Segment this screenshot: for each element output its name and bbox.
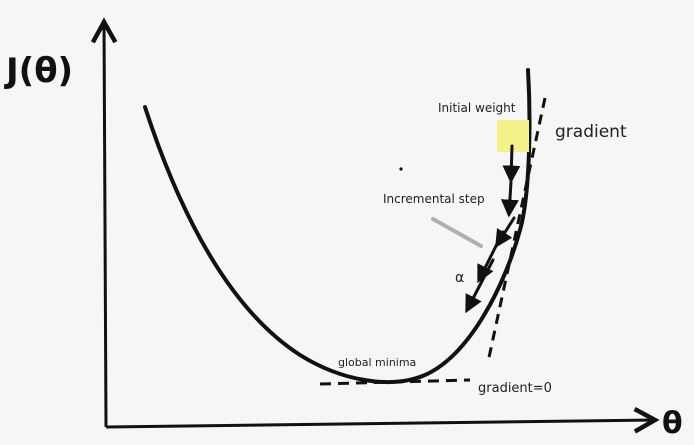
global-minima-label: global minima [338, 356, 416, 369]
x-axis-label: θ [662, 406, 683, 441]
y-axis-label: J(θ) [4, 51, 73, 91]
step-arrow-5 [465, 258, 495, 314]
step-arrow-1 [502, 144, 521, 184]
alpha-label: α [455, 270, 464, 286]
gradient-zero-label: gradient=0 [478, 381, 552, 396]
incremental-step-pointer [431, 217, 483, 248]
gradient-label: gradient [555, 122, 627, 142]
gradient-tangent-line [486, 97, 547, 363]
initial-weight-label: Initial weight [438, 101, 516, 115]
descent-steps [465, 144, 521, 314]
y-axis [104, 22, 106, 428]
step-arrow-4 [477, 230, 505, 284]
stray-dot [399, 167, 403, 171]
step-arrow-2 [500, 180, 519, 218]
cost-curve [143, 68, 532, 385]
incremental-step-label: Incremental step [383, 192, 485, 206]
gradient-zero-line [319, 378, 471, 386]
x-axis [105, 420, 655, 427]
